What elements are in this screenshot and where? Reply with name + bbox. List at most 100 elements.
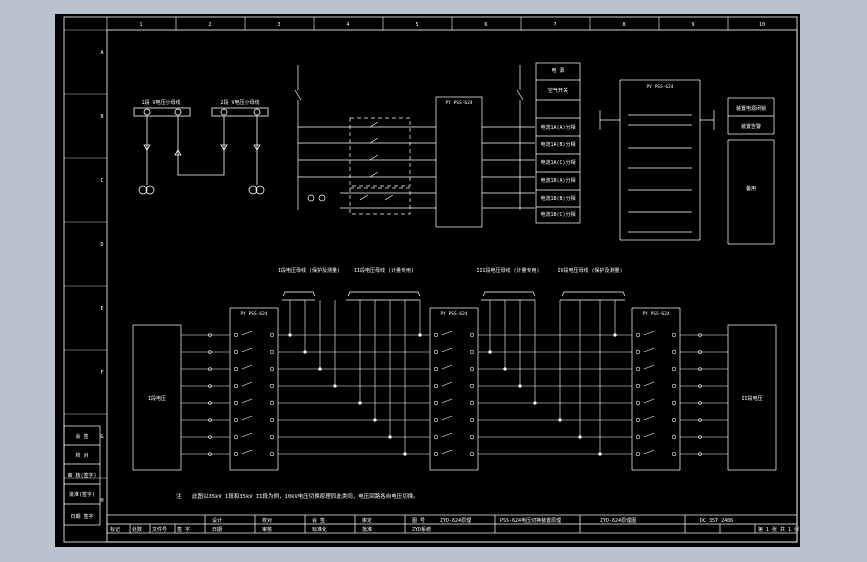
- relay-contact-block: [349, 117, 411, 187]
- signal-item: 电流1B(B)分相: [540, 195, 575, 202]
- contact-icon: [233, 400, 239, 406]
- contact-icon: [233, 434, 239, 440]
- busbar-terminal-icon: [220, 108, 228, 116]
- ruler-label: 2: [208, 22, 211, 28]
- ruler-label: C: [100, 178, 103, 184]
- terminal-icon: [208, 401, 212, 405]
- contact-icon: [635, 434, 641, 440]
- terminal-icon: [698, 401, 702, 405]
- device-top-center-label: PY PSS-624: [445, 100, 472, 106]
- contact-icon: [469, 383, 475, 389]
- contact-icon: [635, 349, 641, 355]
- right-voltage-box: [727, 324, 777, 471]
- contact-icon: [241, 432, 253, 438]
- contact-icon: [269, 383, 275, 389]
- contact-icon: [469, 434, 475, 440]
- contact-icon: [635, 400, 641, 406]
- junction-icon: [518, 384, 522, 388]
- ruler-label: 9: [691, 22, 694, 28]
- drawing-note: 此图以35kV I段和35kV II段为例，10kV电压切换原理同此类同，电压回…: [192, 492, 419, 500]
- signal-item: 空气开关: [548, 87, 568, 94]
- ruler-label: 7: [553, 22, 556, 28]
- side-block-cell: 校 对: [75, 452, 88, 459]
- contact-icon: [241, 347, 253, 353]
- contact-icon: [643, 415, 655, 421]
- busbar-terminal-icon: [143, 108, 151, 116]
- contact-icon: [635, 366, 641, 372]
- ruler-label: A: [100, 50, 103, 56]
- contact-icon: [433, 366, 439, 372]
- busbar-terminal-icon: [174, 108, 182, 116]
- title-cell: 日期: [212, 527, 222, 533]
- bus-group-label: II段电压母线 (计量专用): [354, 267, 414, 274]
- device-bottom-right: [631, 307, 681, 471]
- terminal-icon: [698, 333, 702, 337]
- contact-icon: [469, 366, 475, 372]
- contact-icon: [269, 451, 275, 457]
- contact-icon: [671, 451, 677, 457]
- side-block-cell: 会 签: [75, 433, 88, 440]
- title-cell: 标准化: [312, 526, 327, 533]
- contact-icon: [433, 451, 439, 457]
- device-top-center: [435, 96, 483, 228]
- sheet-number: 第 1 张 共 1 张: [758, 526, 799, 533]
- terminal-icon: [698, 367, 702, 371]
- spare-box: [727, 139, 775, 245]
- ruler-label: E: [100, 306, 103, 312]
- ruler-label: B: [100, 114, 103, 120]
- contact-icon: [433, 400, 439, 406]
- contact-icon: [643, 449, 655, 455]
- terminal-icon: [208, 418, 212, 422]
- terminal-icon: [208, 384, 212, 388]
- contact-icon: [469, 451, 475, 457]
- contact-icon: [643, 432, 655, 438]
- terminal-icon: [208, 333, 212, 337]
- title-cell: 签 字: [177, 526, 190, 533]
- contact-icon: [469, 400, 475, 406]
- ruler-label: 3: [277, 22, 280, 28]
- contact-icon: [233, 332, 239, 338]
- contact-icon: [671, 383, 677, 389]
- bottom-switch-circuit: [132, 291, 777, 471]
- contact-icon: [441, 381, 453, 387]
- spare-box-label: 备用: [746, 185, 756, 192]
- ruler-label: 6: [484, 22, 487, 28]
- top-right-circuit: [599, 79, 775, 245]
- ruler-label: 1: [139, 22, 142, 28]
- contact-icon: [433, 349, 439, 355]
- project-name: ZYD系统: [412, 526, 431, 533]
- device-bottom-left: [229, 307, 279, 471]
- contact-icon: [241, 330, 253, 336]
- contact-icon: [671, 434, 677, 440]
- ruler-label: G: [100, 434, 103, 440]
- junction-icon: [613, 333, 617, 337]
- note-label: 注: [176, 492, 182, 500]
- contact-icon: [469, 349, 475, 355]
- signal-item: 电流1A(C)分相: [540, 159, 575, 166]
- junction-icon: [288, 333, 292, 337]
- drawing-sheet: [55, 14, 800, 547]
- contact-icon: [671, 417, 677, 423]
- title-cell: 审核: [262, 526, 272, 533]
- signal-item: 电流1B(A)分相: [540, 177, 575, 184]
- contact-icon: [635, 332, 641, 338]
- signal-item: 电流1B(C)分相: [540, 211, 575, 218]
- title-cell: 审定: [362, 517, 372, 524]
- busbar-terminal-icon: [253, 108, 261, 116]
- title-block: [106, 514, 798, 534]
- contact-icon: [241, 364, 253, 370]
- title-cell: ZYD-624原理: [440, 518, 471, 524]
- top-switch-circuit: [294, 62, 581, 228]
- bus-group-label: I段电压母线 (保护及测量): [278, 267, 340, 274]
- contact-icon: [241, 398, 253, 404]
- terminal-icon: [698, 384, 702, 388]
- contact-icon: [441, 432, 453, 438]
- title-cell: 文件号: [152, 526, 167, 533]
- contact-icon: [233, 451, 239, 457]
- bottom-bus-verticals: [288, 300, 617, 456]
- contact-icon: [269, 366, 275, 372]
- contact-icon: [643, 381, 655, 387]
- contact-icon: [671, 349, 677, 355]
